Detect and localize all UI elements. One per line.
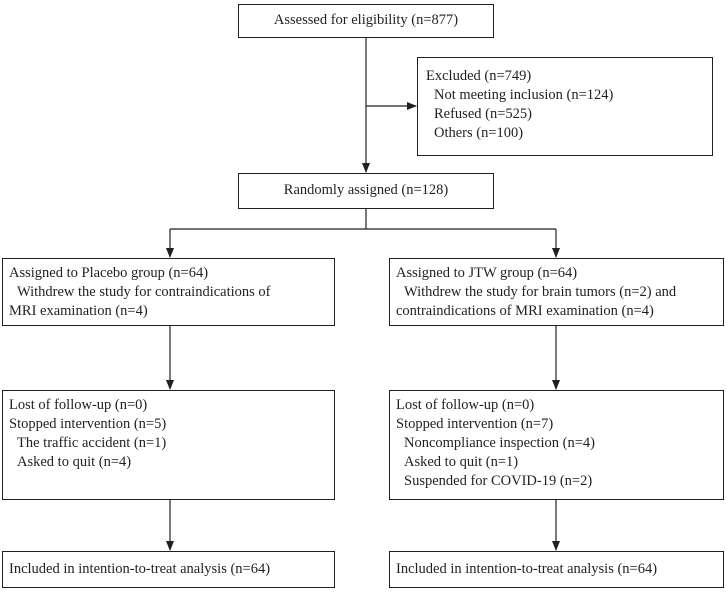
eligibility-box: Assessed for eligibility (n=877) <box>238 4 494 38</box>
jtw-analysis-box: Included in intention-to-treat analysis … <box>389 551 724 588</box>
randomization-text: Randomly assigned (n=128) <box>283 182 449 198</box>
placebo-withdrawal-line: Withdrew the study for contraindications… <box>17 284 271 300</box>
placebo-analysis-text: Included in intention-to-treat analysis … <box>9 561 271 577</box>
jtw-stop-reason: Asked to quit (n=1) <box>404 454 519 470</box>
excluded-title: Excluded (n=749) <box>426 68 532 84</box>
jtw-lost-followup: Lost of follow-up (n=0) <box>396 397 535 413</box>
placebo-stop-reason: Asked to quit (n=4) <box>17 454 132 470</box>
jtw-assignment-title: Assigned to JTW group (n=64) <box>396 265 578 281</box>
placebo-stopped-intervention: Stopped intervention (n=5) <box>9 416 167 432</box>
jtw-stopped-intervention: Stopped intervention (n=7) <box>396 416 554 432</box>
placebo-followup-box: Lost of follow-up (n=0) Stopped interven… <box>2 390 335 500</box>
jtw-stop-reason: Suspended for COVID-19 (n=2) <box>404 473 593 489</box>
placebo-stop-reason: The traffic accident (n=1) <box>17 435 167 451</box>
excluded-box: Excluded (n=749) Not meeting inclusion (… <box>417 57 713 156</box>
placebo-assignment-box: Assigned to Placebo group (n=64) Withdre… <box>2 258 335 326</box>
excluded-item: Not meeting inclusion (n=124) <box>434 87 614 103</box>
randomization-box: Randomly assigned (n=128) <box>238 173 494 209</box>
placebo-analysis-box: Included in intention-to-treat analysis … <box>2 551 335 588</box>
jtw-stop-reason: Noncompliance inspection (n=4) <box>404 435 595 451</box>
jtw-withdrawal-line: Withdrew the study for brain tumors (n=2… <box>404 284 677 300</box>
placebo-assignment-title: Assigned to Placebo group (n=64) <box>9 265 209 281</box>
jtw-followup-box: Lost of follow-up (n=0) Stopped interven… <box>389 390 724 500</box>
eligibility-text: Assessed for eligibility (n=877) <box>273 12 459 28</box>
jtw-withdrawal-line: contraindications of MRI examination (n=… <box>396 303 654 319</box>
jtw-analysis-text: Included in intention-to-treat analysis … <box>396 561 658 577</box>
placebo-lost-followup: Lost of follow-up (n=0) <box>9 397 148 413</box>
jtw-assignment-box: Assigned to JTW group (n=64) Withdrew th… <box>389 258 724 326</box>
placebo-withdrawal-line: MRI examination (n=4) <box>9 303 148 319</box>
excluded-item: Others (n=100) <box>434 125 524 141</box>
excluded-item: Refused (n=525) <box>434 106 532 122</box>
